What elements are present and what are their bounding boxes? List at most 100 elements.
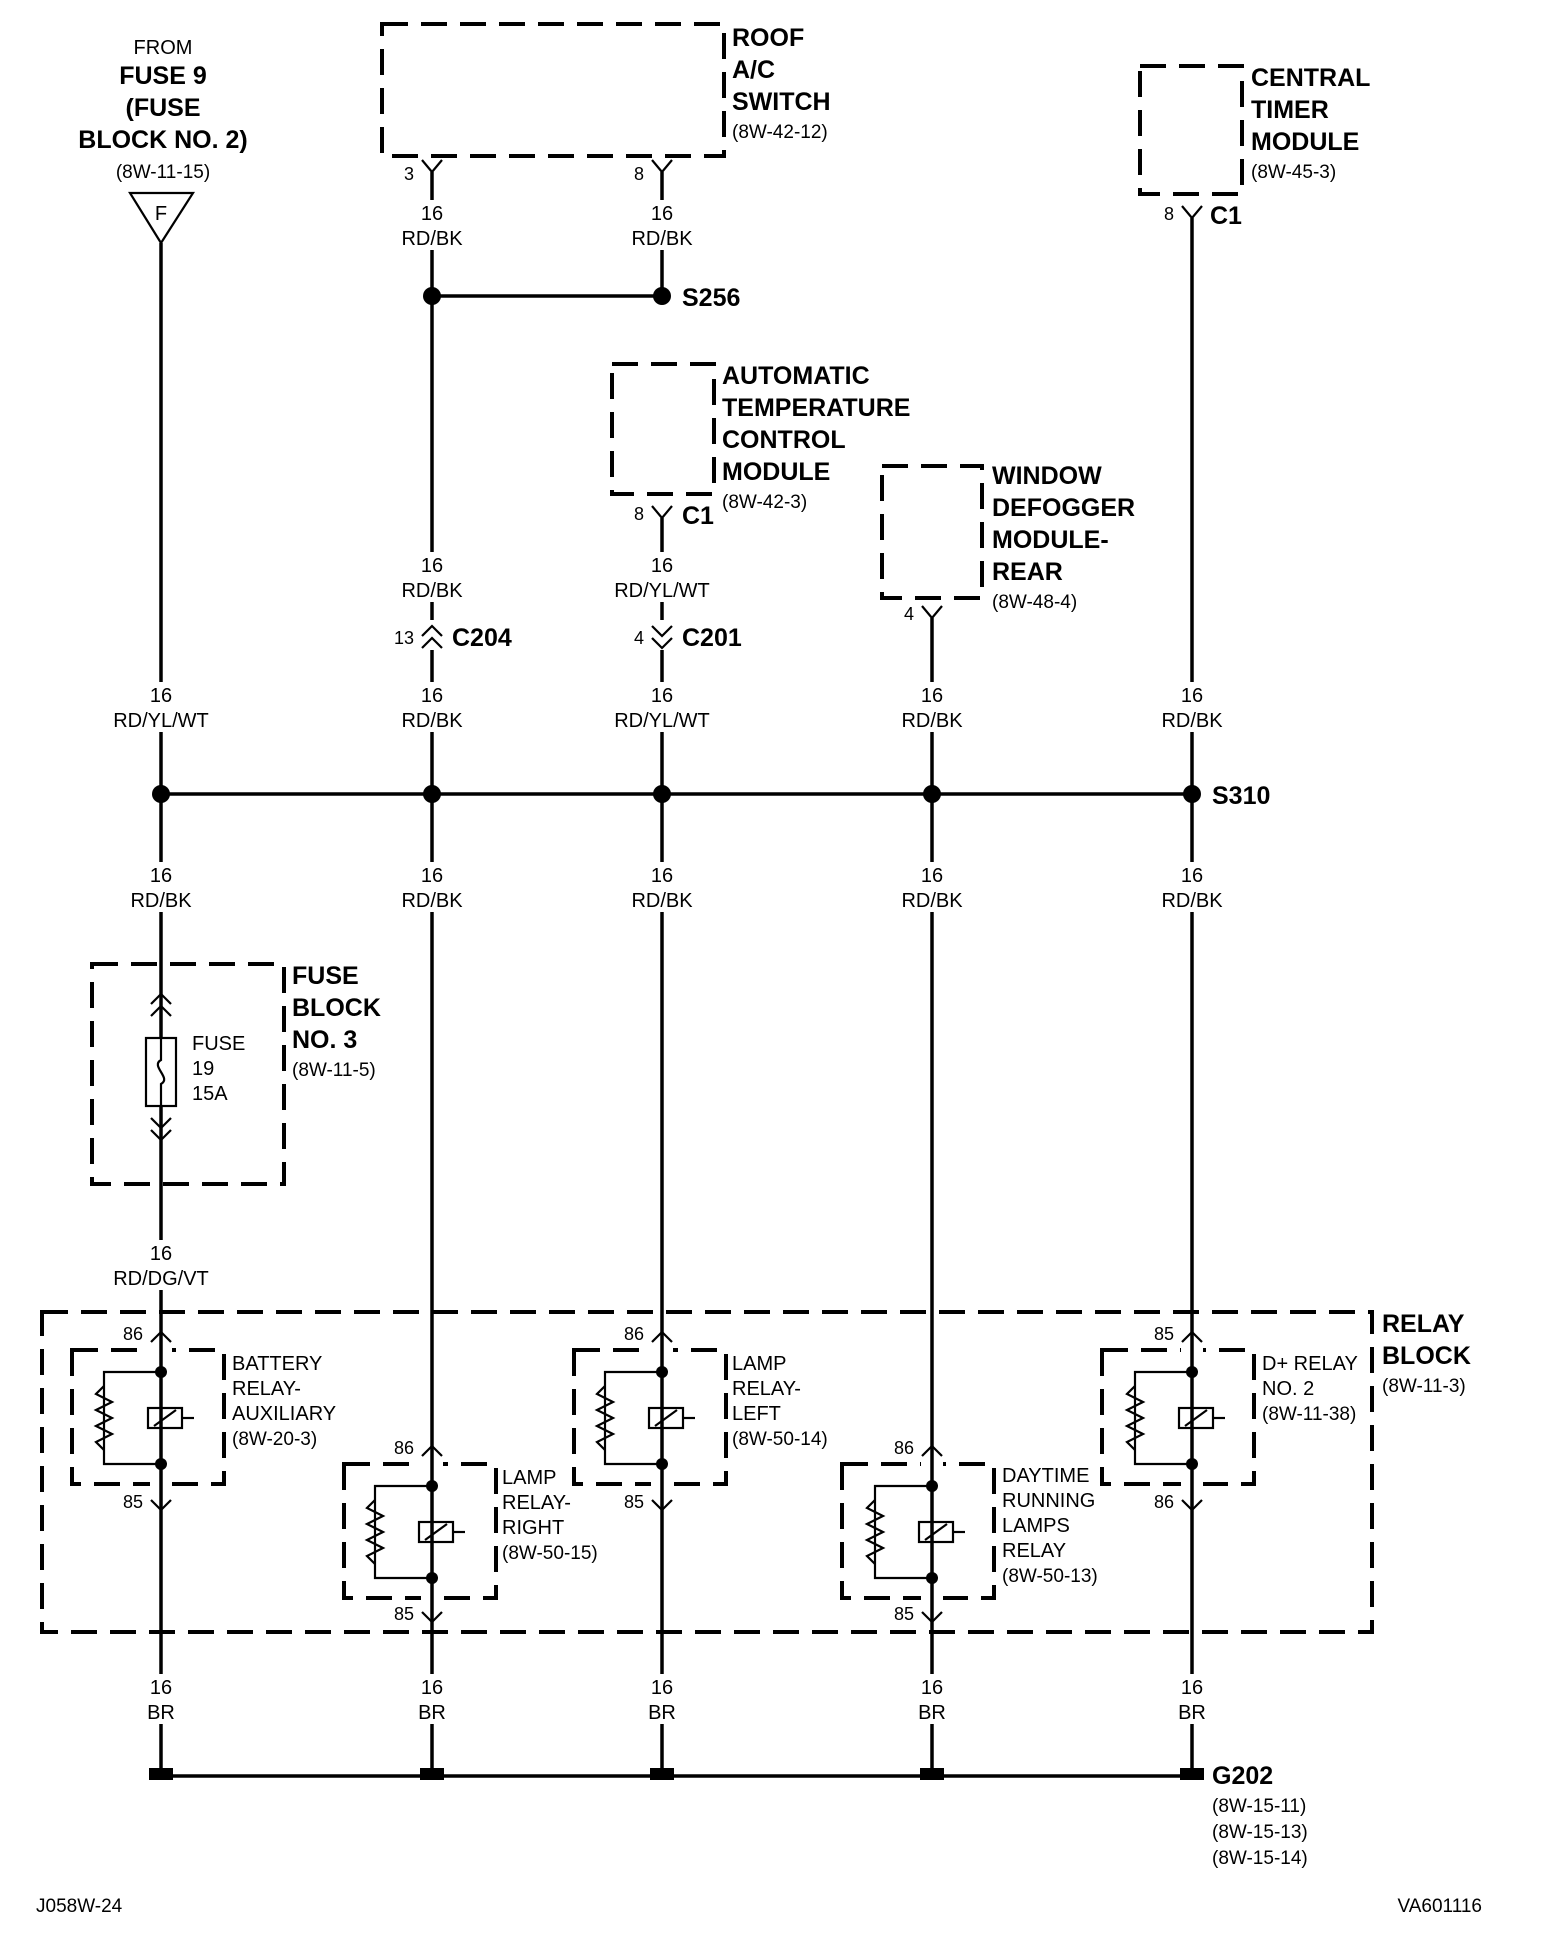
lamp-right-ref: (8W-50-15) xyxy=(502,1543,598,1564)
relay-lamp-left: 86 85 LAMP RELAY- LEFT (8W-50-14) xyxy=(572,1320,828,1520)
ctm-label-2: TIMER xyxy=(1251,96,1329,124)
svg-text:16: 16 xyxy=(150,865,172,887)
drl-ref: (8W-50-13) xyxy=(1002,1566,1098,1587)
svg-text:RD/BK: RD/BK xyxy=(901,890,963,912)
ground-eyelet xyxy=(149,1768,1204,1780)
svg-text:16: 16 xyxy=(421,865,443,887)
resistor-icon xyxy=(864,1499,886,1565)
central-timer-box xyxy=(1138,64,1244,196)
drl-label-1: DAYTIME xyxy=(1002,1465,1089,1487)
roof-ac-label-1: ROOF xyxy=(732,24,804,52)
lamp-left-label-1: LAMP xyxy=(732,1353,786,1375)
svg-text:BR: BR xyxy=(918,1702,946,1724)
atc-ref: (8W-42-3) xyxy=(722,492,807,513)
wdm-label-1: WINDOW xyxy=(992,462,1102,490)
dplus-ref: (8W-11-38) xyxy=(1262,1404,1356,1425)
wire-labels: 16 RD/BK 16 RD/BK 16 RD/BK 16 RD/YL/WT 1… xyxy=(113,200,1224,1724)
relay-block-label-1: RELAY xyxy=(1382,1310,1465,1338)
atc-label-2: TEMPERATURE xyxy=(722,394,910,422)
wdm-ref: (8W-48-4) xyxy=(992,592,1077,613)
wire-label-ac8: 16 RD/BK xyxy=(630,200,694,250)
atc-box xyxy=(610,362,716,496)
fuse-triangle-icon xyxy=(128,191,196,246)
ctm-label-3: MODULE xyxy=(1251,128,1359,156)
svg-text:RD/BK: RD/BK xyxy=(401,580,463,602)
connector-c201: 4 C201 xyxy=(634,620,742,652)
splice-s256: S256 xyxy=(423,284,740,312)
lamp-right-pin-85: 85 xyxy=(394,1604,414,1624)
wire-label-fuse-out: 16 RD/DG/VT xyxy=(113,1240,209,1290)
lamp-right-label-3: RIGHT xyxy=(502,1517,564,1539)
resistor-icon xyxy=(93,1385,115,1451)
drl-pin-85: 85 xyxy=(894,1604,914,1624)
svg-text:16: 16 xyxy=(921,1677,943,1699)
svg-text:RD/BK: RD/BK xyxy=(631,890,693,912)
g202-ref-1: (8W-15-11) xyxy=(1212,1796,1306,1817)
svg-text:RD/BK: RD/BK xyxy=(401,228,463,250)
c204-label: C204 xyxy=(452,624,512,652)
s310-label: S310 xyxy=(1212,782,1270,810)
central-timer-module: CENTRAL TIMER MODULE (8W-45-3) 8 C1 xyxy=(1138,64,1370,230)
fuse9-label-2: (FUSE xyxy=(126,94,201,122)
drl-label-2: RUNNING xyxy=(1002,1490,1095,1512)
svg-text:16: 16 xyxy=(651,1677,673,1699)
svg-text:RD/YL/WT: RD/YL/WT xyxy=(614,710,710,732)
c201-label: C201 xyxy=(682,624,742,652)
battery-relay-ref: (8W-20-3) xyxy=(232,1429,317,1450)
lamp-left-ref: (8W-50-14) xyxy=(732,1429,828,1450)
g202-ref-2: (8W-15-13) xyxy=(1212,1822,1308,1843)
atc-connector: C1 xyxy=(682,502,714,530)
relay-drl-box xyxy=(840,1462,996,1600)
wdm-label-2: DEFOGGER xyxy=(992,494,1135,522)
svg-text:16: 16 xyxy=(651,555,673,577)
roof-ac-label-2: A/C xyxy=(732,56,775,84)
fuse9-ref: (8W-11-15) xyxy=(116,162,210,183)
relay-block-ref: (8W-11-3) xyxy=(1382,1376,1466,1397)
svg-text:RD/YL/WT: RD/YL/WT xyxy=(113,710,209,732)
drl-pin-86: 86 xyxy=(894,1438,914,1458)
svg-text:RD/BK: RD/BK xyxy=(401,710,463,732)
lamp-right-label-1: LAMP xyxy=(502,1467,556,1489)
window-defogger-module-rear: WINDOW DEFOGGER MODULE- REAR (8W-48-4) 4 xyxy=(880,462,1135,624)
relay-dplus-box xyxy=(1100,1348,1256,1486)
lamp-right-label-2: RELAY- xyxy=(502,1492,571,1514)
fuse9-from-label: FROM xyxy=(134,37,193,59)
svg-text:BR: BR xyxy=(1178,1702,1206,1724)
svg-text:RD/BK: RD/BK xyxy=(901,710,963,732)
ctm-label-1: CENTRAL xyxy=(1251,64,1370,92)
battery-relay-label-2: RELAY- xyxy=(232,1378,301,1400)
wire-label-ac3: 16 RD/BK xyxy=(400,200,464,250)
svg-text:16: 16 xyxy=(651,865,673,887)
svg-text:16: 16 xyxy=(150,1243,172,1265)
lamp-right-pin-86: 86 xyxy=(394,1438,414,1458)
fuse-block-3-label-1: FUSE xyxy=(292,962,359,990)
fuse-block-3-label-3: NO. 3 xyxy=(292,1026,357,1054)
wire-label-bot-col4: 16 RD/BK xyxy=(900,862,964,912)
drl-label-4: RELAY xyxy=(1002,1540,1066,1562)
g202-ref-3: (8W-15-14) xyxy=(1212,1848,1308,1869)
svg-text:BR: BR xyxy=(648,1702,676,1724)
resistor-icon xyxy=(594,1385,616,1451)
lamp-left-pin-85: 85 xyxy=(624,1492,644,1512)
resistor-icon xyxy=(1124,1385,1146,1451)
atc-label-1: AUTOMATIC xyxy=(722,362,870,390)
svg-text:RD/BK: RD/BK xyxy=(401,890,463,912)
wire-label-top-col3: 16 RD/YL/WT xyxy=(614,682,710,732)
ground-g202: G202 (8W-15-11) (8W-15-13) (8W-15-14) xyxy=(149,1762,1308,1869)
battery-relay-label-1: BATTERY xyxy=(232,1353,322,1375)
relay-block-box xyxy=(40,1310,1374,1634)
lamp-left-pin-86: 86 xyxy=(624,1324,644,1344)
wire-label-gnd2: 16 BR xyxy=(411,1674,453,1724)
fuse-9-source: FROM FUSE 9 (FUSE BLOCK NO. 2) (8W-11-15… xyxy=(78,37,248,246)
wire-label-gnd3: 16 BR xyxy=(641,1674,683,1724)
wdm-label-3: MODULE- xyxy=(992,526,1109,554)
resistor-icon xyxy=(364,1499,386,1565)
s256-label: S256 xyxy=(682,284,740,312)
fuse-19-label-3: 15A xyxy=(192,1083,228,1105)
footer-left-code: J058W-24 xyxy=(36,1896,123,1917)
svg-text:16: 16 xyxy=(150,685,172,707)
g202-label: G202 xyxy=(1212,1762,1273,1790)
lamp-left-label-2: RELAY- xyxy=(732,1378,801,1400)
svg-text:RD/YL/WT: RD/YL/WT xyxy=(614,580,710,602)
